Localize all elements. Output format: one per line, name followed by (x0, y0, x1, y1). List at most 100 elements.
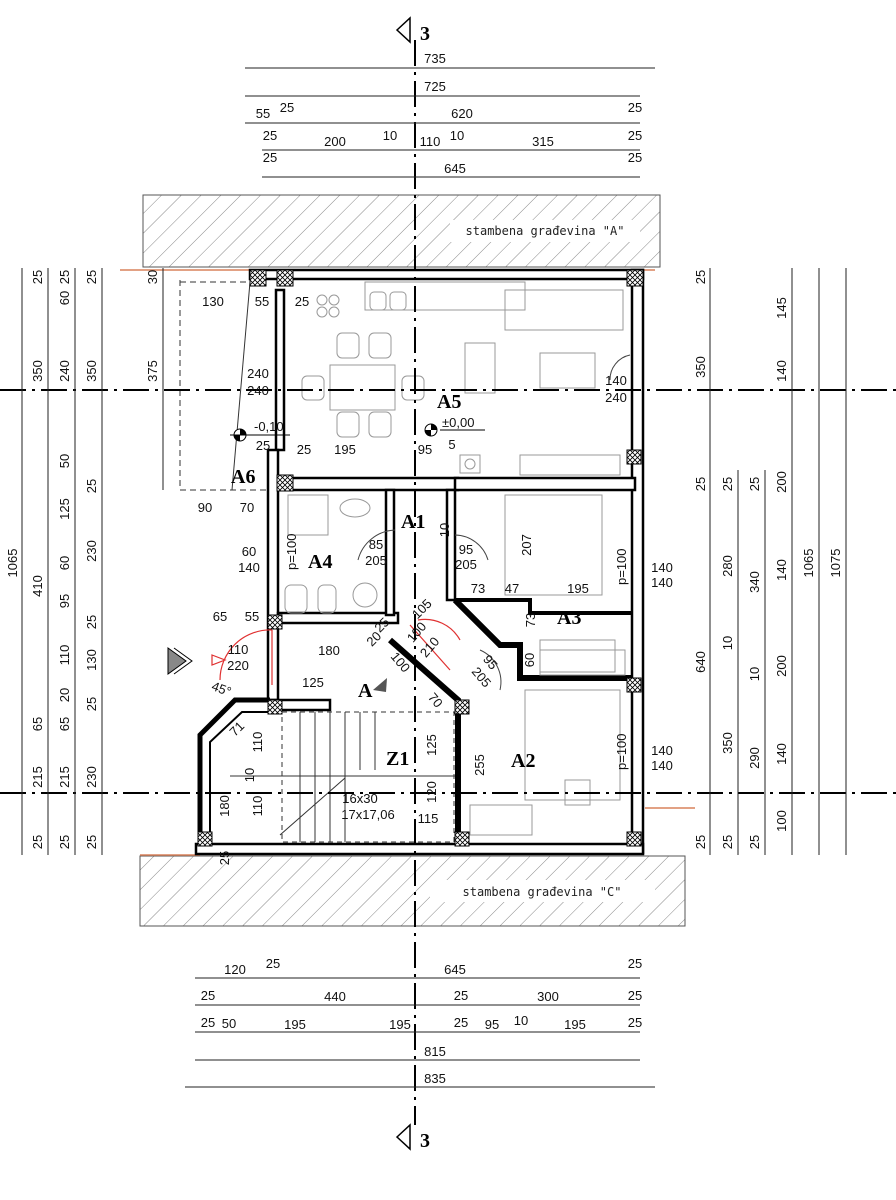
dimension-label: 95 (418, 442, 432, 457)
level-marker-terrace: -0,10 (230, 419, 290, 442)
dimension-label: 640 (693, 651, 708, 673)
section-marker-bottom: 3 (395, 1123, 430, 1152)
dimension-label: 230 (84, 766, 99, 788)
dimension-label: 125 (57, 498, 72, 520)
window-sill-a3: p=100 (614, 548, 629, 585)
dimension-label: 85 (369, 537, 383, 552)
dimension-label: 20 (57, 688, 72, 702)
dimension-label: 25 (693, 477, 708, 491)
dimension-label: 25 (57, 835, 72, 849)
dimension-label: 620 (451, 106, 473, 121)
dimension-label: 70 (425, 690, 446, 711)
dimension-label: 25 (720, 477, 735, 491)
dimension-label: 350 (693, 356, 708, 378)
axis-lines (0, 40, 896, 1125)
dimension-label: 10 (242, 768, 257, 782)
dimension-label: 1075 (828, 549, 843, 578)
dimension-label: 25 (30, 270, 45, 284)
dimension-label: 735 (424, 51, 446, 66)
dimension-label: 55 (255, 294, 269, 309)
dimension-label: 220 (227, 658, 249, 673)
dimension-label: 200 (774, 471, 789, 493)
dimension-label: 25 (266, 956, 280, 971)
dimension-label: 125 (424, 734, 439, 756)
dimension-label: 25 (84, 270, 99, 284)
dimension-label: 25 (84, 697, 99, 711)
dimension-label: 835 (424, 1071, 446, 1086)
dimension-label: 180 (217, 795, 232, 817)
building-a-label: stambena građevina "A" (466, 224, 625, 238)
dimension-label: 71 (226, 718, 247, 739)
dimension-label: 180 (318, 643, 340, 658)
dimension-label: 1065 (801, 549, 816, 578)
dimension-label: 195 (334, 442, 356, 457)
dimension-label: 315 (532, 134, 554, 149)
dimension-label: 47 (505, 581, 519, 596)
dimension-label: 73 (523, 613, 538, 627)
section-marker-top: 3 (395, 16, 430, 45)
dimension-label: 10 (450, 128, 464, 143)
dimension-label: 100 (774, 810, 789, 832)
dimension-label: 25 (454, 1015, 468, 1030)
dimension-label: 140 (651, 758, 673, 773)
stairs (230, 711, 455, 843)
dimension-lines (21, 67, 847, 1088)
dimension-label: 5 (448, 437, 455, 452)
dimension-label: 10 (514, 1013, 528, 1028)
level-marker-main: ±0,00 (424, 415, 485, 437)
dimension-label: 16x30 (342, 791, 377, 806)
dimension-label: 145 (774, 297, 789, 319)
dimension-label: 25 (84, 835, 99, 849)
dimension-label: 73 (471, 581, 485, 596)
dimension-label: 110 (228, 642, 249, 657)
dining-table (329, 364, 396, 411)
dimension-label: 55 (245, 609, 259, 624)
room-label-a1: A1 (401, 511, 425, 533)
dimension-label: 25 (57, 270, 72, 284)
dimension-label: 10 (383, 128, 397, 143)
dimension-label: 25 (263, 150, 277, 165)
dimension-label: 140 (651, 560, 673, 575)
dimension-label: 255 (472, 754, 487, 776)
entrance-door[interactable] (211, 618, 461, 685)
dimension-label: 140 (651, 743, 673, 758)
dimension-label: 195 (284, 1017, 306, 1032)
dimension-label: 290 (747, 747, 762, 769)
section-number: 3 (420, 23, 430, 45)
dimension-label: 45° (210, 678, 234, 699)
dimension-label: 110 (250, 732, 265, 753)
dimension-label: 130 (84, 649, 99, 671)
dimension-label: 25 (747, 835, 762, 849)
dimension-label: 200 (324, 134, 346, 149)
dimension-label: 25 (84, 615, 99, 629)
dimension-label: 300 (537, 989, 559, 1004)
window-sill-a4: p=100 (284, 533, 299, 570)
interior-doors (357, 354, 631, 691)
dimension-label: 25 (256, 438, 270, 453)
dimension-label: 25 (280, 100, 294, 115)
dimension-label: 140 (238, 560, 260, 575)
dimension-label: 70 (240, 500, 254, 515)
neighbour-building-a: stambena građevina "A" (142, 194, 661, 268)
dimension-label: 60 (242, 544, 256, 559)
dimension-label: 140 (774, 559, 789, 581)
dimension-label: 725 (424, 79, 446, 94)
dimension-label: 280 (720, 555, 735, 577)
dimension-label: 140 (651, 575, 673, 590)
window-sill-a2: p=100 (614, 733, 629, 770)
section-a-marker: A (358, 678, 387, 702)
dimension-label: 110 (420, 134, 441, 149)
dimension-label: 25 (30, 835, 45, 849)
dimension-label: 215 (30, 766, 45, 788)
section-a-label: A (358, 680, 373, 702)
dimension-label: 30 (145, 270, 160, 284)
dimension-label: 207 (519, 534, 534, 556)
dimension-label: 25 (628, 1015, 642, 1030)
dimension-label: 350 (84, 360, 99, 382)
dimension-label: 125 (302, 675, 324, 690)
dimension-label: 215 (57, 766, 72, 788)
dimension-label: 25 (720, 835, 735, 849)
room-label-z1: Z1 (386, 748, 409, 770)
dimension-label: 10 (437, 523, 452, 537)
dimension-label: 25 (217, 851, 232, 865)
